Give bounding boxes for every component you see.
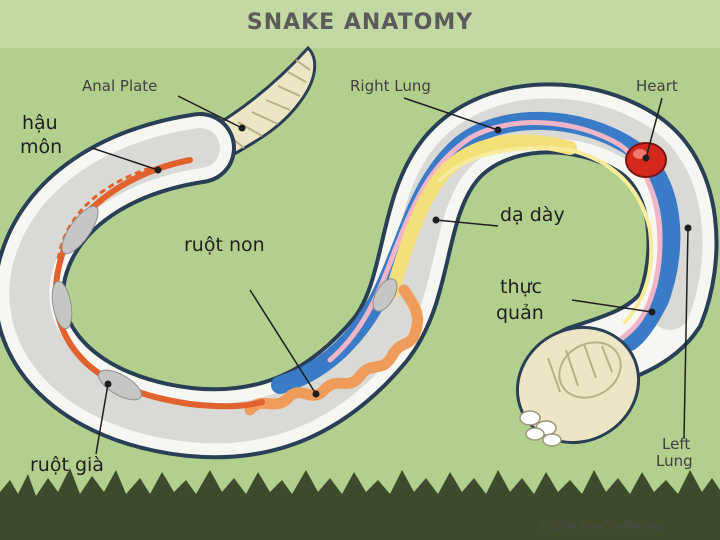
label-left-lung-2: Lung: [656, 453, 693, 470]
label-left-lung-1: Left: [662, 436, 690, 453]
label-ruot-non: ruột non: [184, 234, 265, 256]
copyright-text: ©2004 HowStuffWorks: [538, 519, 664, 532]
label-heart: Heart: [636, 78, 678, 95]
label-right-lung: Right Lung: [350, 78, 431, 95]
label-hau-mon-2: môn: [20, 136, 62, 158]
label-hau-mon-1: hậu: [22, 112, 58, 134]
label-da-day: dạ dày: [500, 204, 565, 226]
label-thuc-quan-1: thực: [500, 276, 542, 298]
diagram-title: SNAKE ANATOMY: [0, 10, 720, 35]
label-ruot-gia: ruột già: [30, 454, 104, 476]
label-anal-plate: Anal Plate: [82, 78, 157, 95]
label-thuc-quan-2: quản: [496, 302, 544, 324]
